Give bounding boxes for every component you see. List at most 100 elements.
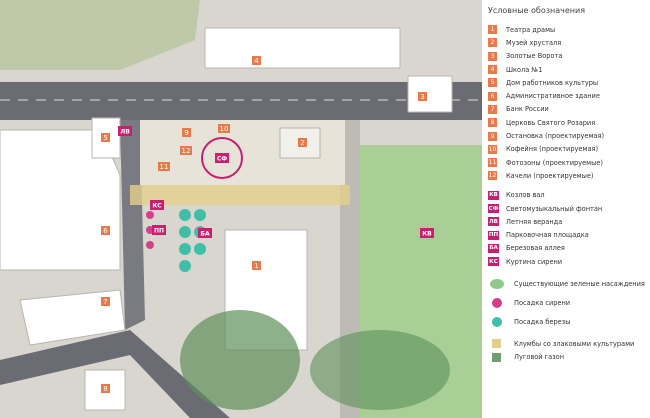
legend-number-marker: 10 bbox=[488, 144, 497, 154]
birch-icon bbox=[488, 316, 506, 328]
legend-zone: КВ Козлов вал bbox=[488, 189, 650, 202]
legend-number-marker: 3 bbox=[488, 51, 497, 61]
zone-tag-kv: КВ bbox=[422, 231, 432, 238]
legend-number-marker: 2 bbox=[488, 38, 497, 48]
legend-fill-meadow: Луговой газон bbox=[488, 351, 650, 364]
legend-symbol-existing-greenery: Существующие зеленые насаждения bbox=[488, 274, 650, 293]
legend-item-label: Кофейня (проектируемая) bbox=[506, 145, 599, 154]
zone-tag-ks: КС bbox=[152, 203, 162, 210]
zone-tag-sf: СФ bbox=[217, 156, 227, 163]
legend-item-label: Банк России bbox=[506, 105, 549, 114]
legend-number-marker: 9 bbox=[488, 131, 497, 141]
zone-tag-pp: ПП bbox=[154, 228, 164, 235]
legend-zone-label: Козлов вал bbox=[506, 191, 545, 200]
legend-item: 9 Остановка (проектируемая) bbox=[488, 129, 650, 142]
legend-zone-marker: ПП bbox=[488, 230, 499, 240]
legend-zone-marker: КС bbox=[488, 257, 499, 267]
fountain bbox=[201, 137, 243, 179]
building-6 bbox=[0, 129, 121, 271]
map-legend: Условные обозначения 1 Театра драмы 2 Музе… bbox=[482, 0, 650, 418]
marker-4: 4 bbox=[254, 57, 259, 65]
marker-3: 3 bbox=[420, 93, 424, 101]
flowerbed-swatch bbox=[492, 339, 501, 349]
legend-item: 12 Качели (проектируемые) bbox=[488, 169, 650, 182]
legend-zone-label: Куртина сирени bbox=[506, 257, 563, 266]
legend-item: 2 Музей хрусталя bbox=[488, 36, 650, 49]
main-road bbox=[0, 82, 482, 120]
legend-item-label: Дом работников культуры bbox=[506, 78, 599, 87]
legend-zone-marker: ЛВ bbox=[488, 217, 499, 227]
zone-tags: КВ СФ ЛВ ПП БА КС bbox=[118, 126, 434, 238]
legend-zone-label: Березовая аллея bbox=[506, 244, 565, 253]
legend-zone-marker: СФ bbox=[488, 204, 499, 213]
legend-item-label: Остановка (проектируемая) bbox=[506, 132, 605, 141]
legend-zone: КС Куртина сирени bbox=[488, 255, 650, 268]
legend-zone: ЛВ Летняя веранда bbox=[488, 215, 650, 228]
legend-fill-flowerbeds: Клумбы со злаковыми культурами bbox=[488, 337, 650, 350]
legend-zone-marker: БА bbox=[488, 243, 499, 253]
tree-icon bbox=[488, 278, 506, 290]
legend-zone: ПП Парковочная площадка bbox=[488, 228, 650, 241]
legend-number-marker: 4 bbox=[488, 65, 497, 75]
legend-item-label: Административное здание bbox=[506, 92, 600, 101]
marker-12: 12 bbox=[182, 147, 191, 155]
legend-zone-marker: КВ bbox=[488, 190, 499, 200]
legend-item: 11 Фотозоны (проектируемые) bbox=[488, 156, 650, 169]
legend-zone-label: Парковочная площадка bbox=[506, 231, 589, 240]
legend-item: 5 Дом работников культуры bbox=[488, 76, 650, 89]
legend-item: 6 Административное здание bbox=[488, 89, 650, 102]
zone-tag-ba: БА bbox=[200, 231, 210, 238]
legend-zone: БА Березовая аллея bbox=[488, 242, 650, 255]
marker-6: 6 bbox=[103, 227, 108, 235]
legend-symbol-lilac: Посадка сирени bbox=[488, 293, 650, 312]
legend-number-marker: 5 bbox=[488, 78, 497, 88]
legend-item: 1 Театра драмы bbox=[488, 23, 650, 36]
legend-item: 10 Кофейня (проектируемая) bbox=[488, 143, 650, 156]
legend-symbol-label: Посадка березы bbox=[514, 317, 571, 326]
legend-symbol-birch: Посадка березы bbox=[488, 312, 650, 331]
legend-zone-label: Летняя веранда bbox=[506, 217, 563, 226]
legend-number-marker: 11 bbox=[488, 158, 497, 168]
legend-item-label: Золотые Ворота bbox=[506, 52, 563, 61]
marker-5: 5 bbox=[103, 134, 107, 142]
legend-number-marker: 12 bbox=[488, 171, 497, 181]
marker-10: 10 bbox=[220, 125, 229, 133]
marker-7: 7 bbox=[103, 298, 107, 306]
legend-item: 7 Банк России bbox=[488, 103, 650, 116]
legend-item: 3 Золотые Ворота bbox=[488, 50, 650, 63]
meadow-swatch bbox=[492, 352, 501, 362]
legend-item-label: Музей хрусталя bbox=[506, 38, 562, 47]
legend-item-label: Церковь Святого Розария bbox=[506, 118, 596, 127]
legend-item-label: Фотозоны (проектируемые) bbox=[506, 158, 603, 167]
legend-symbol-label: Существующие зеленые насаждения bbox=[514, 279, 645, 288]
building-7 bbox=[19, 289, 126, 346]
marker-2: 2 bbox=[300, 139, 304, 147]
legend-zone-label: Светомузыкальный фонтан bbox=[506, 204, 603, 213]
building-3 bbox=[407, 75, 453, 113]
marker-11: 11 bbox=[160, 163, 169, 171]
legend-number-marker: 8 bbox=[488, 118, 497, 128]
lilac-icon bbox=[488, 297, 506, 309]
marker-9: 9 bbox=[184, 129, 188, 137]
site-plan-map: 1 2 3 4 5 6 7 8 9 10 11 12 КВ СФ ЛВ ПП Б… bbox=[0, 0, 482, 418]
legend-item: 8 Церковь Святого Розария bbox=[488, 116, 650, 129]
legend-title: Условные обозначения bbox=[488, 6, 586, 15]
legend-fill-label: Луговой газон bbox=[514, 353, 565, 362]
legend-number-marker: 7 bbox=[488, 104, 497, 114]
legend-item-label: Театра драмы bbox=[506, 25, 556, 34]
legend-item-label: Школа №1 bbox=[506, 65, 543, 74]
zone-tag-lv: ЛВ bbox=[120, 129, 130, 136]
legend-number-marker: 1 bbox=[488, 25, 497, 35]
legend-symbol-label: Посадка сирени bbox=[514, 298, 571, 307]
building-4 bbox=[204, 27, 401, 69]
existing-greenery bbox=[180, 310, 300, 410]
legend-fill-label: Клумбы со злаковыми культурами bbox=[514, 339, 635, 348]
legend-zone: СФ Светомузыкальный фонтан bbox=[488, 202, 650, 215]
number-markers: 1 2 3 4 5 6 7 8 9 10 11 12 bbox=[101, 56, 427, 393]
legend-item-label: Качели (проектируемые) bbox=[506, 171, 594, 180]
marker-1: 1 bbox=[254, 262, 258, 270]
marker-8: 8 bbox=[103, 385, 107, 393]
legend-item: 4 Школа №1 bbox=[488, 63, 650, 76]
legend-number-marker: 6 bbox=[488, 91, 497, 101]
